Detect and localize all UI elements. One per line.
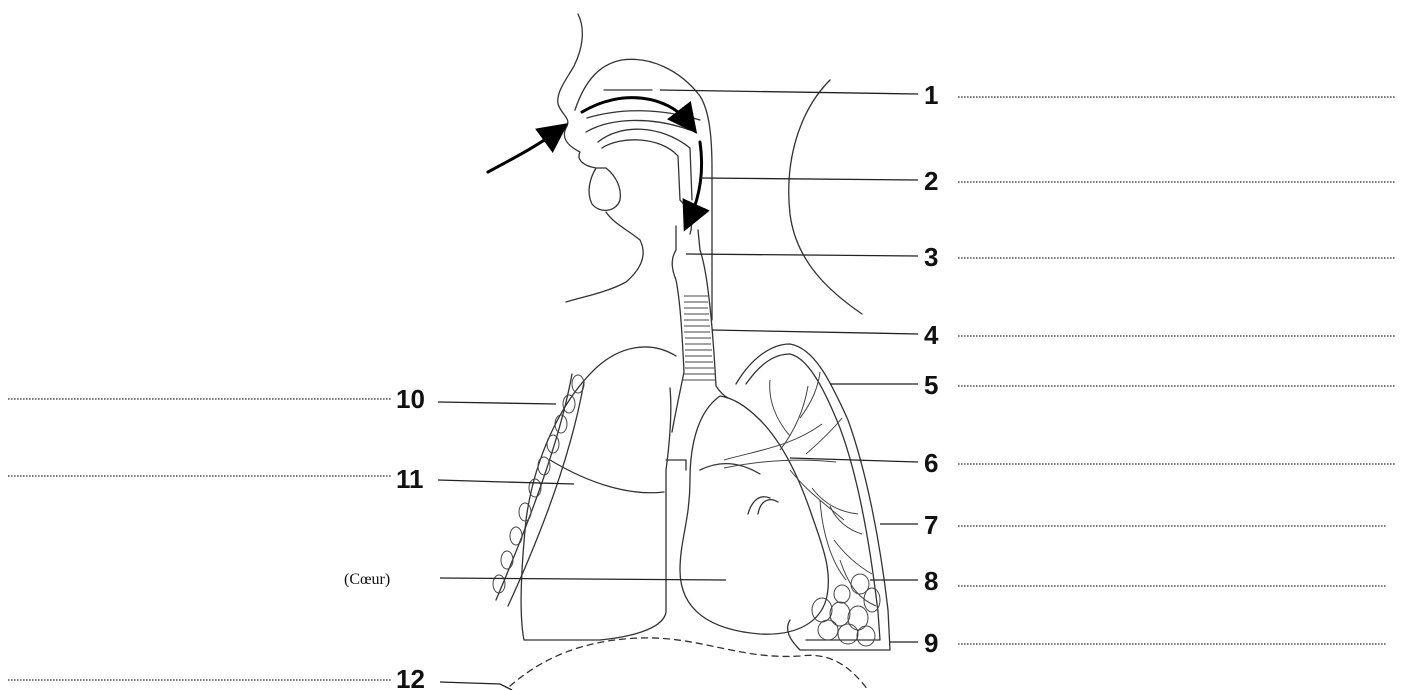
diaphragm: [510, 638, 868, 690]
label-7: 7: [924, 510, 938, 540]
label-4: 4: [924, 320, 939, 350]
head-profile: [558, 14, 862, 320]
number-labels: 1 2 3 4 5 6 7 8 9 10 11 12 (Cœur): [344, 80, 939, 690]
label-12: 12: [396, 664, 425, 690]
label-3: 3: [924, 242, 938, 272]
label-heart: (Cœur): [344, 571, 390, 588]
label-9: 9: [924, 628, 938, 658]
label-2: 2: [924, 166, 938, 196]
label-11: 11: [396, 464, 424, 494]
answer-lines: [8, 97, 1396, 680]
leader-lines: [438, 90, 918, 690]
trachea: [672, 226, 728, 432]
label-6: 6: [924, 448, 938, 478]
left-lung: [521, 347, 686, 640]
right-lung: [724, 344, 890, 650]
label-1: 1: [924, 80, 938, 110]
label-8: 8: [924, 566, 938, 596]
ribs: [493, 374, 584, 606]
label-10: 10: [396, 384, 425, 414]
label-5: 5: [924, 370, 938, 400]
heart: [680, 396, 828, 634]
